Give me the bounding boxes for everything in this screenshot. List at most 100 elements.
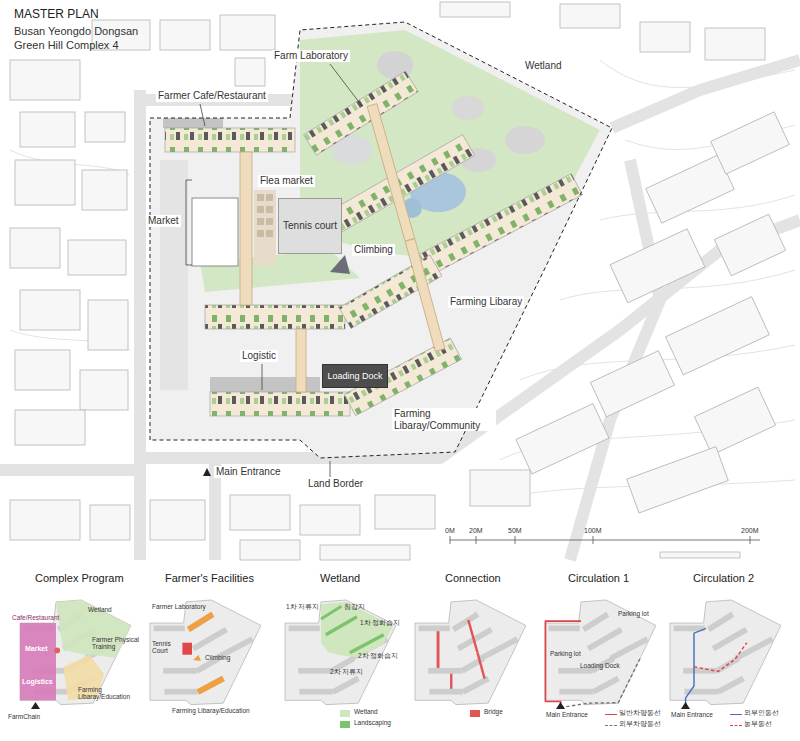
use-shape (150, 600, 261, 705)
leader-lines (186, 64, 362, 477)
plan-label: Climbing (352, 244, 395, 256)
rect-shape (640, 22, 690, 52)
plan-label: 1차 저류지 (286, 603, 319, 610)
legend-label: Landscaping (354, 719, 391, 726)
plan-label: 2차 정화습지 (358, 652, 398, 659)
plan-label: Main Entrance (214, 466, 282, 478)
rect-shape (15, 160, 75, 205)
plan-label: 20M (469, 527, 483, 535)
plan-label: Farm Laboratory (272, 50, 350, 62)
rect-shape (163, 118, 223, 128)
connection-diagram (415, 600, 526, 705)
rect-shape (15, 350, 70, 390)
rect-shape (266, 230, 273, 237)
rect-shape (90, 505, 130, 540)
rect-shape (666, 297, 770, 375)
rect-shape (375, 495, 435, 529)
diagram-title: Wetland (320, 572, 360, 585)
plan-label: Main Entrance (546, 711, 588, 718)
node-label: Tennis court (283, 220, 337, 232)
polygon-shape (556, 702, 565, 709)
rect-shape (88, 300, 128, 350)
path-shape (186, 180, 192, 265)
rect-shape (160, 20, 210, 50)
rect-shape (10, 228, 60, 268)
rect-shape (694, 387, 775, 455)
plan-label: Market (146, 215, 181, 227)
facilities-diagram (150, 600, 261, 705)
rect-shape (20, 112, 75, 147)
rect-shape (590, 351, 674, 417)
plan-label: Farmer Laboratory (152, 603, 206, 610)
plan-label: Climbing (205, 654, 230, 661)
plan-label: Farmer Cafe/Restaurant (156, 90, 268, 102)
legend-line (605, 725, 617, 726)
polyline-shape (694, 643, 747, 672)
plan-label: 침강지 (344, 603, 365, 610)
rect-shape (192, 198, 238, 266)
plan-label: Flea market (258, 175, 315, 187)
rect-shape (714, 214, 785, 276)
plan-label: Parking lot (618, 610, 649, 617)
legend-label: 외부인동선 (744, 709, 779, 716)
mini-entrance-triangles (31, 702, 690, 709)
plan-label: Farming Libaray/Community (392, 408, 496, 431)
plan-label: 100M (584, 527, 602, 535)
plan-label: Tennis Court (152, 640, 180, 655)
rect-shape (711, 112, 790, 174)
polyline-shape (134, 90, 146, 560)
line-shape (515, 536, 516, 544)
use-shape (437, 620, 486, 689)
rect-shape (516, 404, 609, 474)
diagram-title: Complex Program (35, 572, 124, 585)
rect-shape (10, 500, 80, 540)
legend-line (605, 714, 617, 715)
legend-label: Bridge (484, 708, 503, 715)
diagram-title: Circulation 1 (568, 572, 629, 585)
plan-label: Farmer Physical Training (92, 636, 144, 651)
legend-label: 농부동선 (744, 720, 772, 727)
rect-shape (560, 4, 620, 28)
rect-shape (68, 240, 126, 275)
rect-shape (10, 60, 80, 100)
line-shape (750, 536, 751, 544)
plan-label: Farming Libaray/Education (78, 686, 142, 701)
rect-shape (349, 633, 384, 654)
line-shape (200, 104, 205, 126)
plan-label: Wetland (525, 60, 562, 72)
polygon-shape (321, 602, 393, 658)
polyline-shape (545, 621, 581, 707)
line-shape (450, 536, 451, 544)
polygon-shape (330, 255, 350, 274)
legend-label: Wetland (354, 708, 378, 715)
surrounding-buildings (10, 2, 789, 560)
node-label: Loading Dock (327, 371, 382, 381)
rect-shape (660, 552, 740, 558)
use-shape (670, 600, 781, 705)
plan-label: Main Entrance (671, 711, 713, 718)
polyline-shape (0, 464, 140, 476)
plan-label: Farming Libaray (448, 296, 524, 308)
legend-line (730, 714, 742, 715)
rect-shape (300, 505, 360, 535)
polygon-shape (681, 702, 690, 709)
scale-bar (450, 536, 760, 544)
bridges (240, 104, 445, 392)
ellipse-shape (505, 126, 545, 154)
legend-swatch (340, 721, 350, 728)
rect-shape (80, 370, 128, 410)
rect-shape (646, 155, 735, 223)
rect-shape (254, 190, 276, 265)
legend-line (730, 725, 742, 726)
site-ground (150, 22, 612, 458)
rect-shape (197, 676, 225, 695)
diagram-title: Connection (445, 572, 501, 585)
diagram-title: Circulation 2 (693, 572, 754, 585)
line-shape (330, 461, 331, 477)
loading-dock: Loading Dock (322, 364, 388, 388)
rect-shape (15, 410, 85, 445)
use-shape (545, 600, 656, 705)
line-shape (262, 364, 263, 390)
